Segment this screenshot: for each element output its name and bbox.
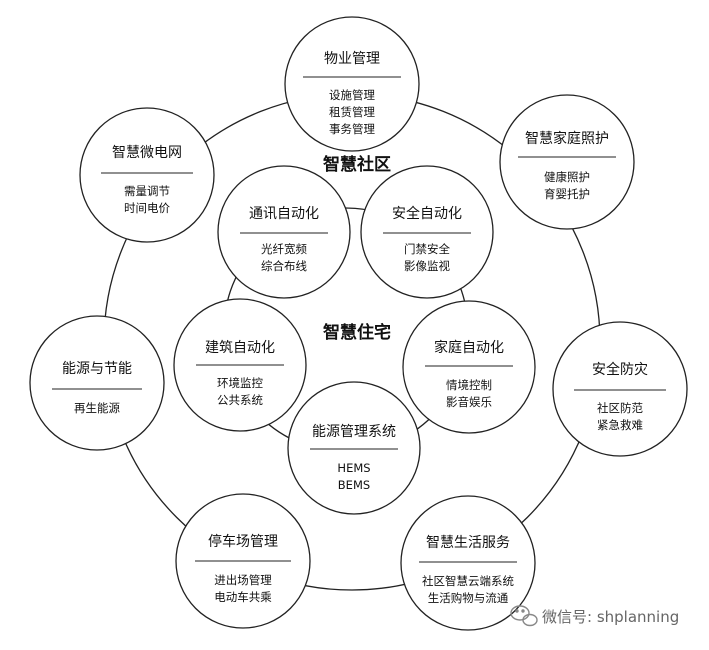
node-line: 生活购物与流通	[428, 591, 509, 605]
node-parking: 停车场管理 进出场管理 电动车共乘	[175, 493, 311, 629]
community-label: 智慧社区	[323, 154, 391, 175]
node-line: 社区智慧云端系统	[422, 574, 514, 588]
node-title: 建筑自动化	[205, 340, 275, 356]
node-home-automation: 家庭自动化 情境控制 影音娱乐	[402, 300, 536, 434]
node-title: 安全防灾	[592, 361, 648, 378]
node-line: 综合布线	[261, 259, 307, 273]
node-security: 安全自动化 门禁安全 影像监视	[360, 165, 494, 299]
node-life-service: 智慧生活服务 社区智慧云端系统 生活购物与流通	[400, 495, 536, 631]
node-line: 影像监视	[404, 259, 450, 273]
node-property: 物业管理 设施管理 租赁管理 事务管理	[284, 16, 420, 152]
node-line: 需量调节	[124, 184, 170, 198]
node-home-care: 智慧家庭照护 健康照护 育婴托护	[499, 94, 635, 230]
node-title: 家庭自动化	[434, 339, 504, 356]
node-line: 公共系统	[217, 393, 263, 407]
node-line: 事务管理	[329, 122, 375, 136]
node-line: 情境控制	[446, 378, 492, 392]
node-title: 物业管理	[324, 51, 380, 67]
node-line: 电动车共乘	[214, 590, 272, 604]
node-title: 能源管理系统	[312, 424, 396, 440]
node-line: HEMS	[337, 461, 370, 475]
node-title: 通讯自动化	[249, 206, 319, 222]
wechat-icon	[510, 605, 538, 627]
node-title: 能源与节能	[62, 361, 132, 377]
node-line: 光纤宽频	[261, 242, 307, 256]
node-building-automation: 建筑自动化 环境监控 公共系统	[173, 298, 307, 432]
residence-label: 智慧住宅	[323, 322, 391, 343]
node-line: 紧急救难	[597, 418, 643, 432]
node-line: 环境监控	[217, 376, 263, 390]
node-line: 影音娱乐	[446, 395, 492, 409]
node-title: 安全自动化	[392, 205, 462, 222]
node-title: 停车场管理	[208, 533, 278, 550]
node-title: 智慧微电网	[112, 145, 182, 161]
node-line: 门禁安全	[404, 242, 450, 256]
watermark: 微信号: shplanning	[510, 605, 679, 627]
node-line: 社区防范	[597, 401, 643, 415]
node-energy: 能源与节能 再生能源	[29, 315, 165, 451]
node-title: 智慧家庭照护	[525, 130, 609, 147]
node-line: 租赁管理	[329, 105, 375, 119]
node-line: 健康照护	[544, 170, 590, 184]
node-energy-management: 能源管理系统 HEMS BEMS	[287, 381, 421, 515]
node-line: 育婴托护	[544, 187, 590, 201]
node-line: 再生能源	[74, 401, 120, 415]
watermark-text: 微信号: shplanning	[542, 608, 679, 626]
node-microgrid: 智慧微电网 需量调节 时间电价	[79, 107, 215, 243]
node-line: 进出场管理	[214, 573, 272, 587]
node-line: BEMS	[338, 478, 370, 492]
node-line: 时间电价	[124, 201, 170, 215]
node-title: 智慧生活服务	[426, 535, 510, 551]
node-telecom: 通讯自动化 光纤宽频 综合布线	[217, 165, 351, 299]
node-safety: 安全防灾 社区防范 紧急救难	[552, 321, 688, 457]
node-line: 设施管理	[329, 88, 375, 102]
